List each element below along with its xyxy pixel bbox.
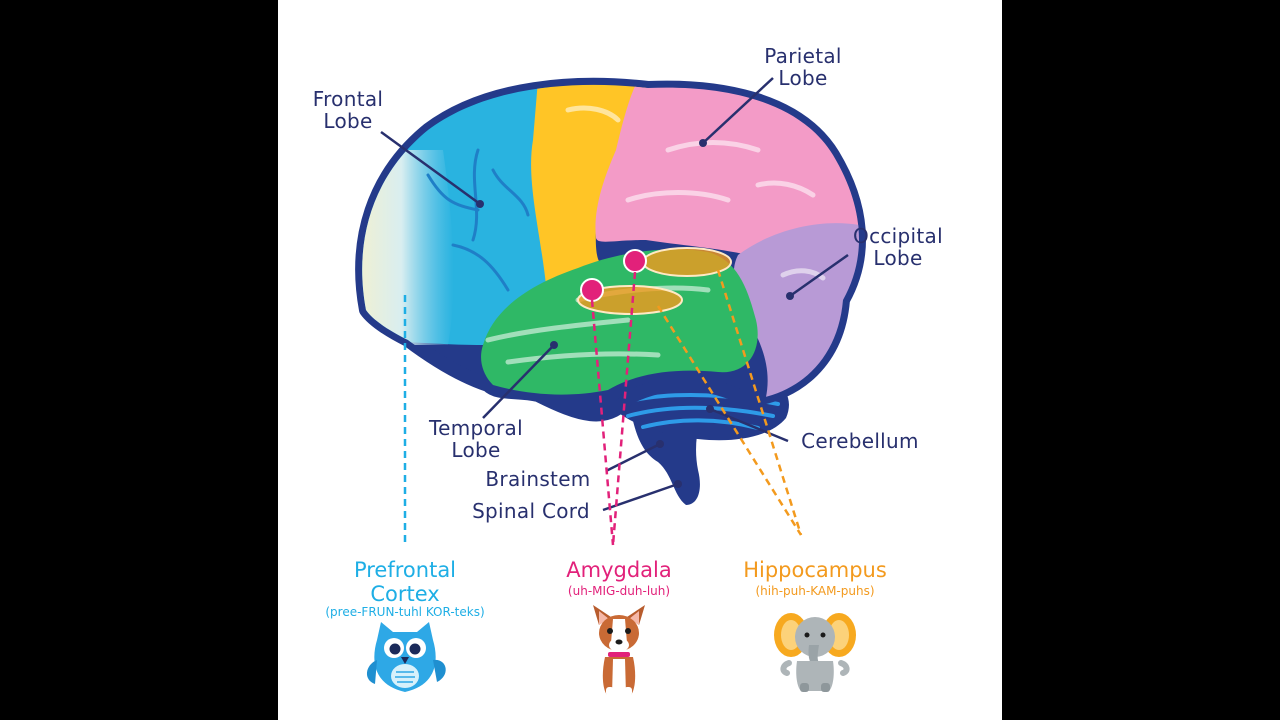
brainstem-label: Brainstem [473, 468, 603, 490]
hippocampus-pronunciation: (hih-puh-KAM-puhs) [755, 584, 875, 598]
frontal-lobe-label-line2: Lobe [323, 109, 373, 133]
temporal-lobe-label: Temporal Lobe [416, 417, 536, 461]
occipital-lobe-label-line1: Occipital [853, 224, 943, 248]
occipital-lobe-label: Occipital Lobe [843, 225, 953, 269]
parietal-lobe-label-line1: Parietal [764, 44, 842, 68]
temporal-lobe-label-line1: Temporal [429, 416, 523, 440]
amygdala-pronunciation: (uh-MIG-duh-luh) [567, 584, 671, 598]
dog-icon [593, 605, 645, 696]
prefrontal-cortex-title-line1: Prefrontal [353, 558, 457, 582]
brain-diagram [355, 77, 866, 696]
spinal-cord-label: Spinal Cord [458, 500, 604, 522]
cerebellum-label: Cerebellum [790, 430, 930, 452]
frontal-lobe-label: Frontal Lobe [298, 88, 398, 132]
hippocampus-dashed-lines [656, 269, 803, 536]
brainstem-label-text: Brainstem [485, 467, 591, 491]
hippocampus-marker-lower [577, 285, 683, 315]
parietal-lobe-label: Parietal Lobe [748, 45, 858, 89]
amygdala-dot [623, 249, 647, 273]
cerebellum-label-text: Cerebellum [801, 429, 919, 453]
hippocampus-title: Hippocampus [743, 558, 887, 582]
parietal-lobe-label-line2: Lobe [778, 66, 828, 90]
frontal-lobe-label-line1: Frontal [312, 87, 384, 111]
elephant-icon [774, 613, 856, 692]
frontal-sulci [426, 148, 530, 292]
diagram-canvas: Frontal Lobe Parietal Lobe Occipital Lob… [278, 0, 1002, 720]
spinal-cord-label-text: Spinal Cord [472, 499, 590, 523]
amygdala-title: Amygdala [566, 558, 672, 582]
prefrontal-cortex-pronunciation: (pree-FRUN-tuhl KOR-teks) [325, 605, 485, 619]
leader-dots [476, 139, 794, 488]
prefrontal-cortex-shape [362, 150, 454, 345]
occipital-lobe-label-line2: Lobe [873, 246, 923, 270]
temporal-lobe-label-line2: Lobe [451, 438, 501, 462]
prefrontal-cortex-title-line2: Cortex [370, 582, 440, 606]
amygdala-dot-lower [580, 278, 604, 302]
owl-icon [366, 622, 446, 692]
prefrontal-cortex-title: Prefrontal Cortex [325, 558, 485, 606]
amygdala-dashed-lines [590, 271, 637, 546]
motor-strip-shape [531, 84, 648, 285]
